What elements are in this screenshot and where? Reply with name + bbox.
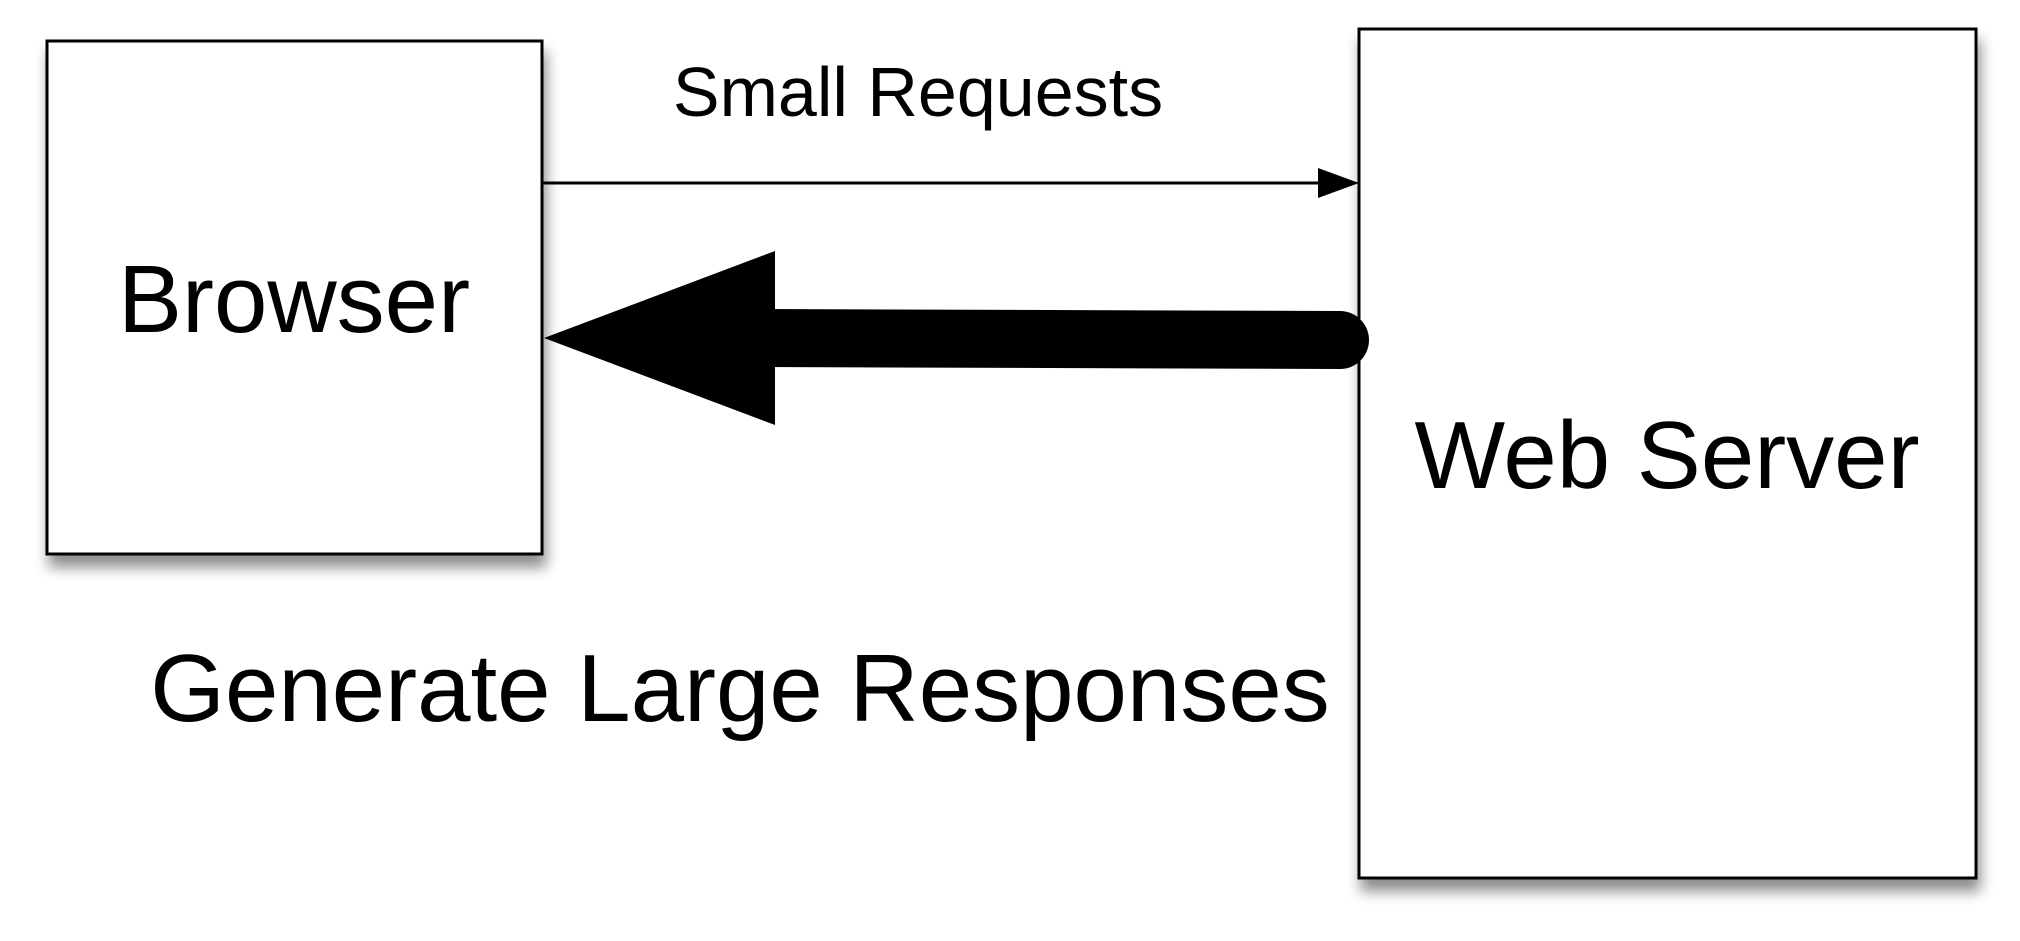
response-arrowhead <box>544 251 775 425</box>
response-label: Generate Large Responses <box>150 635 1329 742</box>
request-arrow <box>542 168 1359 198</box>
web-server-node: Web Server <box>1357 27 1978 880</box>
request-label: Small Requests <box>673 53 1163 131</box>
browser-node: Browser <box>45 39 544 556</box>
browser-label: Browser <box>118 246 470 353</box>
web-server-label: Web Server <box>1414 402 1919 509</box>
browser-box <box>45 39 544 556</box>
response-arrow <box>544 251 1369 425</box>
response-arrow-shaft <box>731 309 1369 369</box>
web-server-box <box>1357 27 1978 880</box>
request-arrowhead <box>1318 168 1359 198</box>
